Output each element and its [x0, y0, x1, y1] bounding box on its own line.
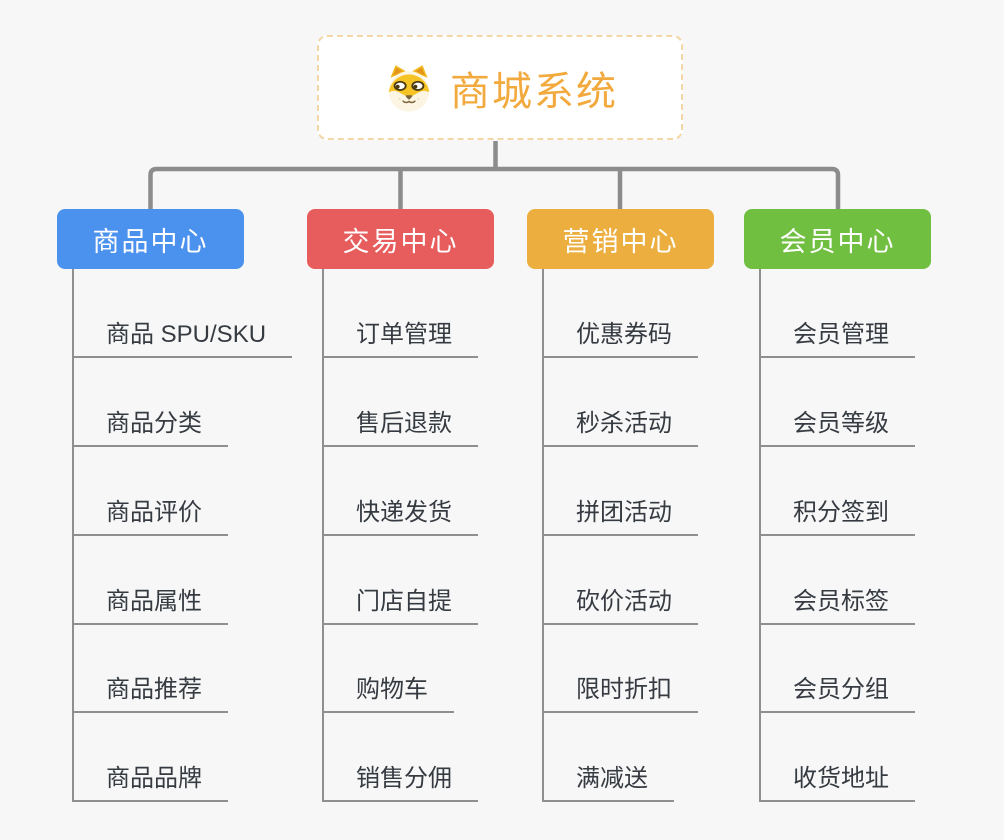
- leaf-item[interactable]: 购物车: [322, 673, 454, 713]
- leaf-item[interactable]: 收货地址: [759, 762, 915, 802]
- leaf-item[interactable]: 砍价活动: [542, 585, 698, 625]
- leaf-item[interactable]: 拼团活动: [542, 496, 698, 536]
- branch-header-member-center[interactable]: 会员中心: [744, 209, 931, 269]
- branch-marketing-center: 营销中心 优惠券码 秒杀活动 拼团活动 砍价活动 限时折扣 满减送: [527, 209, 787, 809]
- branch-header-product-center[interactable]: 商品中心: [57, 209, 244, 269]
- leaf-item[interactable]: 会员管理: [759, 318, 915, 358]
- leaf-item[interactable]: 优惠券码: [542, 318, 698, 358]
- leaf-item[interactable]: 满减送: [542, 762, 674, 802]
- branch-header-trade-center[interactable]: 交易中心: [307, 209, 494, 269]
- leaf-item[interactable]: 快递发货: [322, 496, 478, 536]
- branch-product-center: 商品中心 商品 SPU/SKU 商品分类 商品评价 商品属性 商品推荐 商品品牌: [57, 209, 317, 809]
- root-title: 商城系统: [450, 69, 618, 114]
- leaf-item[interactable]: 会员等级: [759, 407, 915, 447]
- branch-member-center: 会员中心 会员管理 会员等级 积分签到 会员标签 会员分组 收货地址: [744, 209, 1004, 809]
- leaf-item[interactable]: 商品属性: [72, 585, 228, 625]
- leaf-item[interactable]: 订单管理: [322, 318, 478, 358]
- branch-trade-center: 交易中心 订单管理 售后退款 快递发货 门店自提 购物车 销售分佣: [307, 209, 567, 809]
- leaf-item[interactable]: 商品 SPU/SKU: [72, 318, 293, 358]
- branch-header-marketing-center[interactable]: 营销中心: [527, 209, 714, 269]
- leaf-item[interactable]: 商品分类: [72, 407, 228, 447]
- leaf-item[interactable]: 销售分佣: [322, 762, 478, 802]
- shiba-dog-icon: [382, 63, 436, 113]
- leaf-item[interactable]: 积分签到: [759, 496, 915, 536]
- leaf-item[interactable]: 会员标签: [759, 585, 915, 625]
- leaf-item[interactable]: 会员分组: [759, 673, 915, 713]
- leaf-item[interactable]: 限时折扣: [542, 673, 698, 713]
- leaf-item[interactable]: 门店自提: [322, 585, 478, 625]
- root-node[interactable]: 商城系统: [317, 35, 683, 140]
- leaf-item[interactable]: 商品推荐: [72, 673, 228, 713]
- leaf-item[interactable]: 商品评价: [72, 496, 228, 536]
- leaf-item[interactable]: 售后退款: [322, 407, 478, 447]
- leaf-item[interactable]: 秒杀活动: [542, 407, 698, 447]
- leaf-item[interactable]: 商品品牌: [72, 762, 228, 802]
